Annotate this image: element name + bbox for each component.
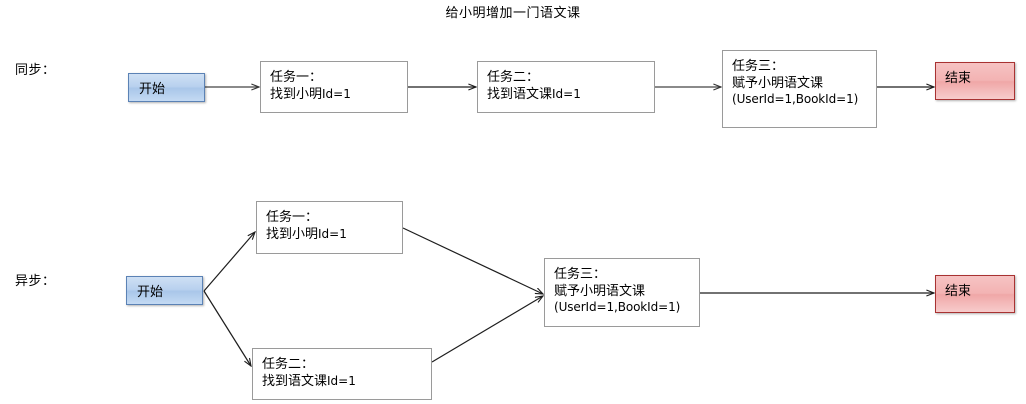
- node-task2-async-line2: 找到语文课Id=1: [262, 372, 431, 390]
- node-task2-async-line2-id: Id=1: [327, 374, 356, 388]
- node-task2-async-line1: 任务二：: [262, 356, 315, 371]
- node-task2-sync-line1: 任务二：: [487, 69, 540, 84]
- node-end-sync[interactable]: 结束: [935, 62, 1015, 100]
- node-task3-sync-line1: 任务三：: [732, 58, 785, 73]
- node-task2-sync[interactable]: 任务二： 找到语文课Id=1: [477, 61, 655, 113]
- node-start-sync[interactable]: 开始: [128, 73, 205, 102]
- node-start-sync-label: 开始: [139, 81, 166, 96]
- node-task2-sync-line2-id: Id=1: [552, 87, 581, 101]
- edge-task2-to-task3-async: [431, 296, 543, 363]
- node-end-async-label: 结束: [945, 283, 972, 298]
- node-task1-sync-line2-id: Id=1: [322, 87, 351, 101]
- node-task1-sync-line1: 任务一：: [270, 69, 323, 84]
- node-task3-async-line3: (UserId=1,BookId=1): [554, 300, 681, 314]
- edge-start-to-task1-async: [203, 232, 255, 292]
- node-end-sync-label: 结束: [945, 70, 972, 85]
- node-task2-async[interactable]: 任务二： 找到语文课Id=1: [252, 348, 432, 400]
- edge-start-to-task2-async: [203, 290, 251, 366]
- node-task1-async-line1: 任务一：: [266, 209, 319, 224]
- node-task3-async-line2: 赋予小明语文课: [554, 283, 646, 298]
- node-start-async[interactable]: 开始: [126, 276, 203, 305]
- node-task1-sync-line2: 找到小明Id=1: [270, 85, 407, 103]
- row-label-async: 异步：: [15, 273, 56, 288]
- node-task1-async-line2-text: 找到小明: [266, 226, 319, 241]
- node-task3-sync[interactable]: 任务三： 赋予小明语文课 (UserId=1,BookId=1): [722, 50, 877, 128]
- diagram-title: 给小明增加一门语文课: [445, 5, 581, 20]
- edge-task1-to-task3-async: [402, 227, 543, 294]
- row-label-sync: 同步：: [15, 62, 56, 77]
- node-end-async[interactable]: 结束: [935, 275, 1015, 313]
- node-task1-async-line2: 找到小明Id=1: [266, 225, 402, 243]
- node-task1-async-line2-id: Id=1: [318, 227, 347, 241]
- node-task1-async[interactable]: 任务一： 找到小明Id=1: [256, 201, 403, 254]
- node-task2-async-line2-text: 找到语文课: [262, 373, 328, 388]
- node-task3-async-line1: 任务三：: [554, 266, 607, 281]
- node-task2-sync-line2-text: 找到语文课: [487, 86, 553, 101]
- node-task1-sync[interactable]: 任务一： 找到小明Id=1: [260, 61, 408, 113]
- node-task3-sync-line2: 赋予小明语文课: [732, 75, 824, 90]
- node-start-async-label: 开始: [137, 284, 164, 299]
- node-task3-sync-line3: (UserId=1,BookId=1): [732, 92, 859, 106]
- node-task1-sync-line2-text: 找到小明: [270, 86, 323, 101]
- node-task3-async[interactable]: 任务三： 赋予小明语文课 (UserId=1,BookId=1): [544, 258, 700, 327]
- node-task2-sync-line2: 找到语文课Id=1: [487, 85, 654, 103]
